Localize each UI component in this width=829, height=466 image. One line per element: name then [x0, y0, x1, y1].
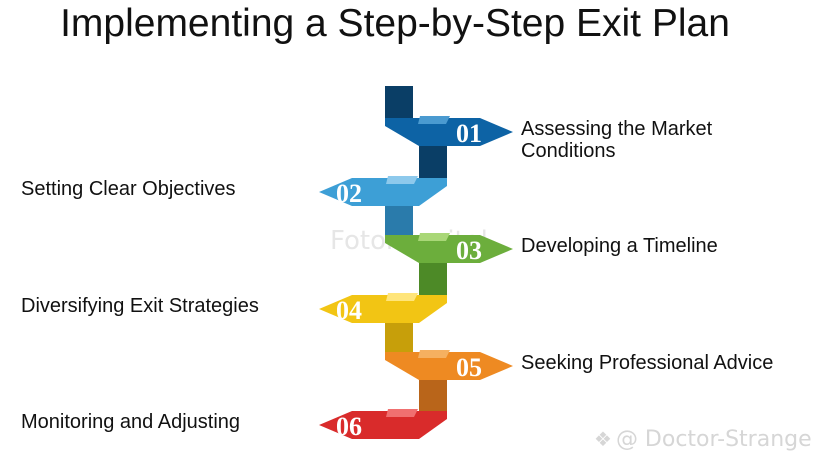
- connector-03: [419, 259, 447, 299]
- step-arrow-03: [385, 235, 513, 263]
- step-number-04: 04: [336, 296, 362, 325]
- step-label-05-line-1: Seeking Professional Advice: [521, 352, 774, 374]
- step-arrow-01: [385, 118, 513, 146]
- step-label-06-line-1: Monitoring and Adjusting: [21, 411, 241, 433]
- step-label-01: Assessing the Market Conditions: [521, 118, 712, 162]
- step-arrow-06: [319, 411, 447, 439]
- step-arrow-04: [319, 295, 447, 323]
- step-highlight-05: [418, 350, 450, 358]
- connector-05: [419, 376, 447, 415]
- connector-01: [419, 142, 447, 182]
- step-label-06: Monitoring and Adjusting: [21, 411, 240, 433]
- top-stub: [385, 86, 413, 120]
- step-label-03: Developing a Timeline: [521, 235, 718, 257]
- watermark: ❖@ Doctor-Strange: [594, 427, 812, 452]
- step-label-01-line-2: Conditions: [521, 140, 616, 162]
- connector-04: [385, 319, 413, 356]
- step-number-01: 01: [456, 119, 482, 148]
- step-label-03-line-1: Developing a Timeline: [521, 235, 718, 257]
- step-label-01-line-1: Assessing the Market: [521, 118, 713, 140]
- step-highlight-03: [418, 233, 450, 241]
- step-highlight-04: [386, 293, 418, 301]
- step-label-02: Setting Clear Objectives: [21, 178, 236, 200]
- step-highlight-01: [418, 116, 450, 124]
- diamond-logo-icon: ❖: [594, 427, 612, 451]
- step-label-05: Seeking Professional Advice: [521, 352, 773, 374]
- step-number-05: 05: [456, 353, 482, 382]
- step-number-02: 02: [336, 179, 362, 208]
- step-arrow-05: [385, 352, 513, 380]
- step-label-04-line-1: Diversifying Exit Strategies: [21, 295, 259, 317]
- connector-02: [385, 202, 413, 239]
- step-number-03: 03: [456, 236, 482, 265]
- step-number-06: 06: [336, 412, 362, 441]
- step-highlight-06: [386, 409, 418, 417]
- step-label-02-line-1: Setting Clear Objectives: [21, 178, 236, 200]
- page-title: Implementing a Step-by-Step Exit Plan: [60, 2, 730, 45]
- step-label-04: Diversifying Exit Strategies: [21, 295, 259, 317]
- watermark-text: @ Doctor-Strange: [615, 427, 812, 452]
- step-highlight-02: [386, 176, 418, 184]
- step-arrow-02: [319, 178, 447, 206]
